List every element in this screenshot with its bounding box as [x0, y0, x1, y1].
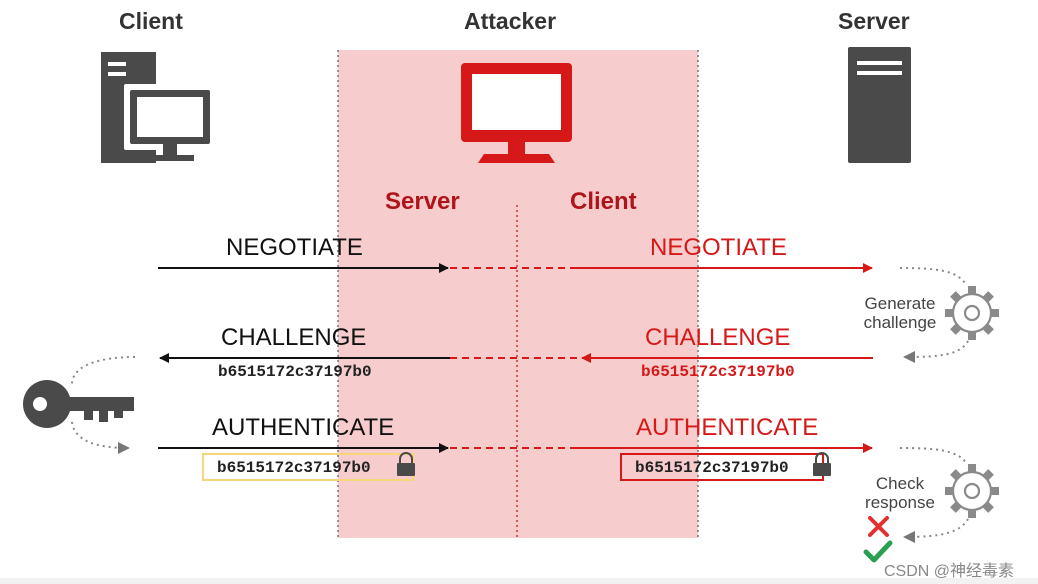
key-dotted-arrow-in [70, 356, 136, 388]
generate-challenge-note: Generate challenge [852, 294, 948, 332]
generate-note-line1: Generate [864, 294, 936, 313]
watermark: CSDN @神经毒素 [884, 563, 1015, 580]
generate-dotted-arrow-out [903, 340, 969, 363]
negotiate-label-left: NEGOTIATE [226, 234, 363, 261]
client-computer-icon [101, 52, 216, 163]
reject-x-icon [868, 516, 889, 537]
key-dotted-arrow-out [71, 421, 130, 454]
check-note-line1: Check [875, 474, 925, 493]
check-dotted-arrow-out [903, 518, 969, 543]
key-icon [23, 380, 134, 428]
gear-icon-check [945, 464, 999, 518]
lock-icon-attacker [813, 452, 831, 476]
generate-dotted-arrow-in [899, 267, 967, 286]
challenge-label-left: CHALLENGE [221, 324, 367, 351]
lock-icon-client [397, 452, 415, 476]
auth-hash-left: b6515172c37197b0 [217, 459, 371, 477]
attacker-client-side-label: Client [570, 188, 637, 215]
challenge-hash-left: b6515172c37197b0 [218, 363, 372, 381]
bottom-strip [0, 578, 1038, 584]
check-note-line2: response [865, 493, 935, 512]
auth-hash-right: b6515172c37197b0 [635, 459, 789, 477]
authenticate-label-left: AUTHENTICATE [212, 414, 395, 441]
accept-check-icon [863, 540, 893, 563]
check-response-note: Check response [852, 474, 948, 512]
authenticate-label-right: AUTHENTICATE [636, 414, 819, 441]
gear-icon-generate [945, 286, 999, 340]
negotiate-label-right: NEGOTIATE [650, 234, 787, 261]
challenge-hash-right: b6515172c37197b0 [641, 363, 795, 381]
server-title: Server [838, 8, 910, 34]
generate-note-line2: challenge [863, 313, 937, 332]
challenge-label-right: CHALLENGE [645, 324, 791, 351]
attacker-title: Attacker [464, 8, 557, 34]
attacker-server-side-label: Server [385, 188, 460, 215]
server-tower-icon [848, 47, 911, 163]
attacker-monitor-icon [461, 63, 572, 163]
client-title: Client [119, 8, 183, 34]
check-dotted-arrow-in [899, 447, 967, 464]
